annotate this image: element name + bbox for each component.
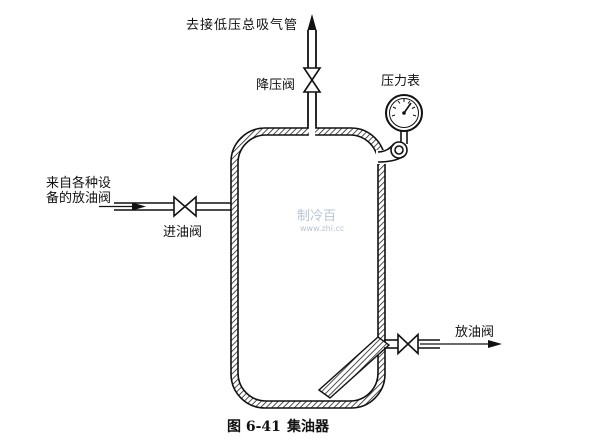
reducing-valve-label: 降压阀 (256, 78, 296, 93)
watermark-text: 制冷百 (297, 209, 337, 224)
drain-flow-arrow-head (488, 340, 502, 348)
drain-valve-label: 放油阀 (455, 325, 495, 340)
reducing-valve-icon (302, 67, 322, 93)
drain-pipe (317, 336, 440, 399)
inlet-pipe (114, 202, 231, 211)
watermark-url: www.zhi.cc (300, 224, 345, 233)
gauge-connection-pipe (377, 130, 408, 163)
figure-number: 图 6-41 (227, 419, 281, 435)
suction-pipe (307, 30, 317, 130)
inlet-flow-arrow-head (132, 202, 146, 211)
pressure-gauge-icon (385, 94, 423, 132)
inlet-source-label-line1: 来自各种设 (46, 176, 112, 191)
inlet-valve-icon (173, 195, 197, 218)
figure-title: 集油器 (287, 419, 329, 435)
inlet-valve-label: 进油阀 (163, 225, 203, 240)
inlet-source-label-line2: 备的放油阀 (46, 191, 112, 206)
pressure-gauge-label: 压力表 (381, 74, 421, 89)
suction-line-label: 去接低压总吸气管 (186, 18, 299, 33)
suction-arrow-up (307, 14, 317, 30)
drain-valve-icon (397, 332, 419, 356)
oil-collector-vessel (230, 126, 387, 409)
